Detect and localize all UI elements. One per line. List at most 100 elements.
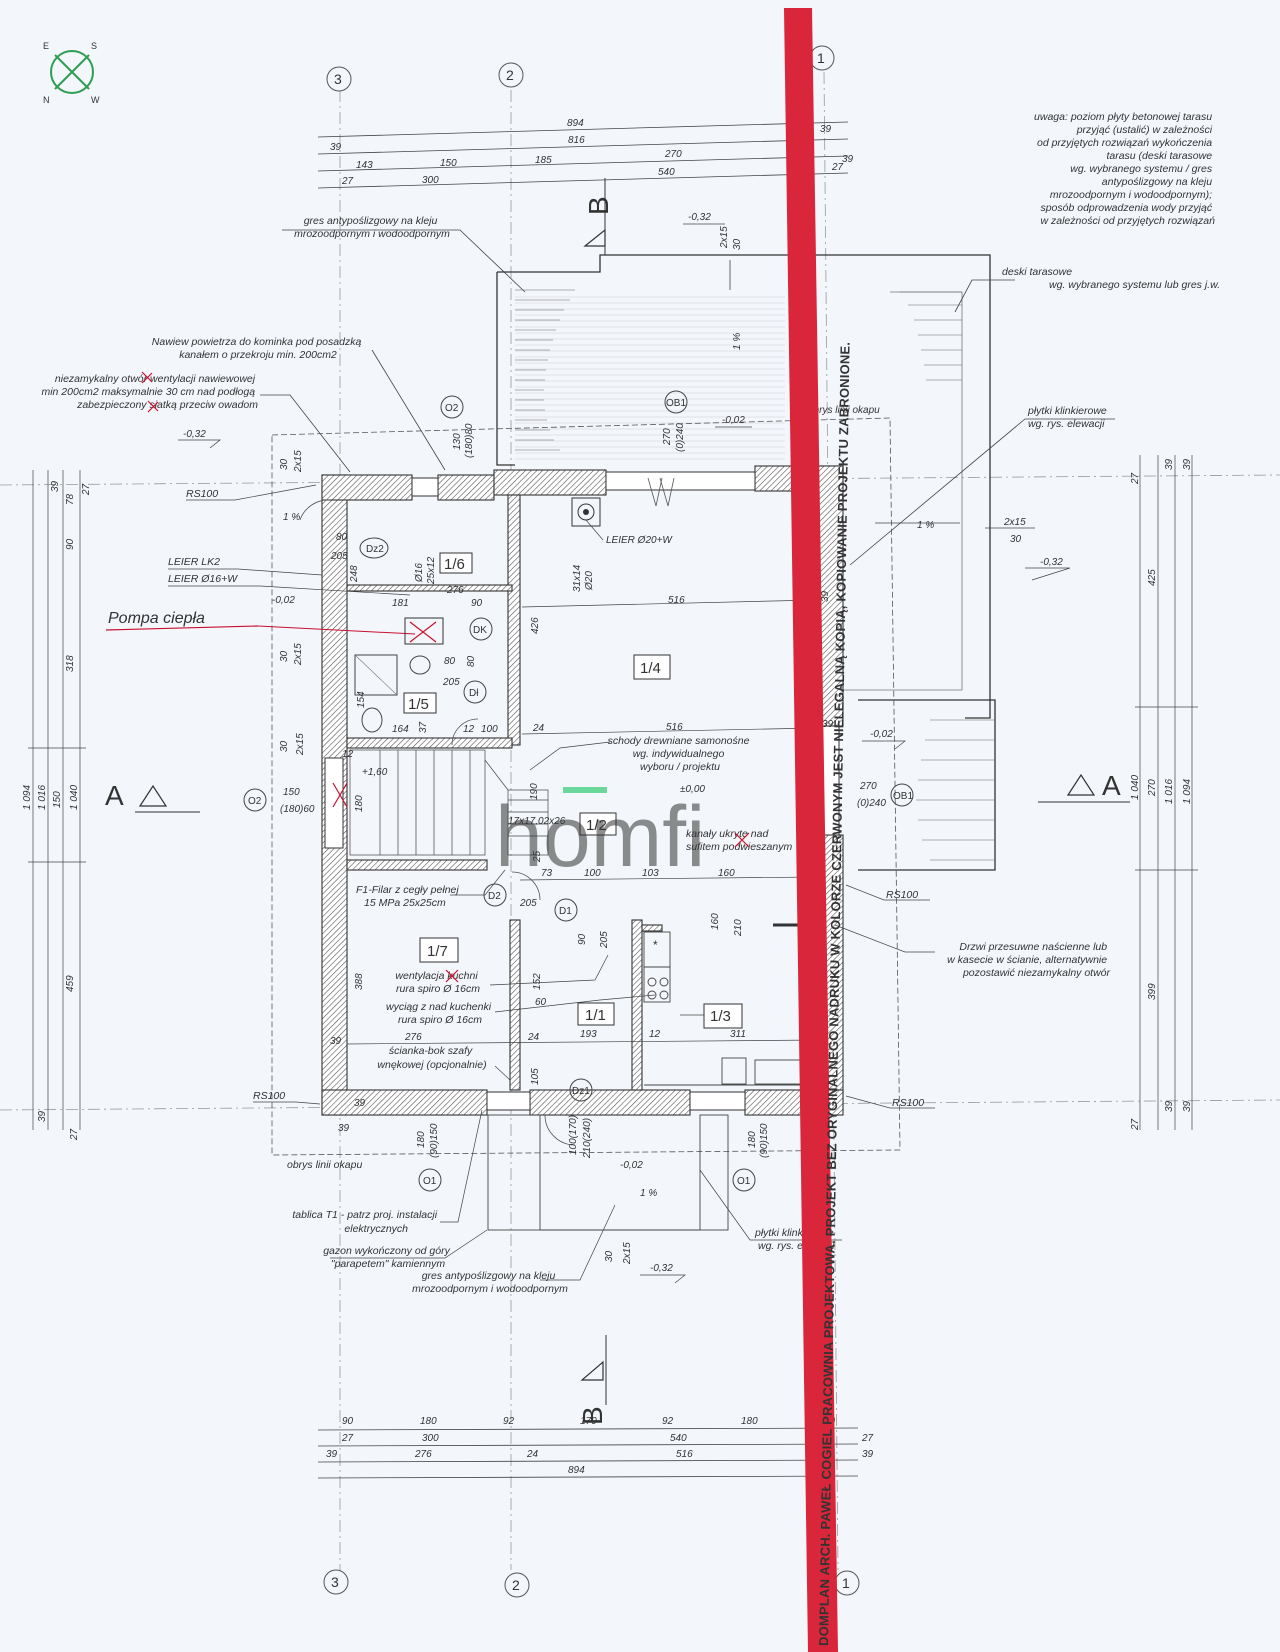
windows xyxy=(324,471,840,1111)
section-b-bottom-arrow xyxy=(580,1360,604,1381)
terrace-note: uwaga: poziom płyty betonowej tarasu prz… xyxy=(1034,111,1215,227)
right-1094: 1 094 xyxy=(1182,779,1193,804)
dim-516b-line xyxy=(521,727,817,735)
section-b-top: B xyxy=(583,196,614,215)
ob1b-dim2: (0)240 xyxy=(857,798,886,809)
level-l3-line xyxy=(1025,567,1071,581)
dim-248: 248 xyxy=(349,565,360,583)
level-l7: -0,02 xyxy=(620,1160,643,1171)
section-a-left-arrow xyxy=(138,784,168,807)
dim-185: 185 xyxy=(535,155,552,166)
compass-w: W xyxy=(91,95,100,105)
left-39-b: 39 xyxy=(37,1110,48,1122)
right-27-b: 27 xyxy=(1130,1118,1141,1131)
door-d2-swing xyxy=(511,871,541,901)
level-l8: -0,32 xyxy=(650,1263,673,1274)
section-a-right: A xyxy=(1102,770,1121,801)
window-ob1-bubble-b xyxy=(890,783,914,807)
door-dz1-bubble xyxy=(569,1078,593,1102)
x30-e: 30 xyxy=(604,1250,615,1262)
level-l2: -0,32 xyxy=(183,429,206,440)
dim-270: 270 xyxy=(664,149,682,160)
x30-c: 30 xyxy=(279,650,290,662)
window-o2-b: O2 xyxy=(248,796,262,807)
dim-150: 150 xyxy=(440,158,457,169)
gres-note-top: gres antypoślizgowy na kleju mrozoodporn… xyxy=(294,215,450,240)
left-1094: 1 094 xyxy=(22,785,33,810)
dim-12-b: 12 xyxy=(649,1029,661,1040)
rs100-br-leader xyxy=(845,1095,935,1109)
plytki-right-note: płytki klinkierowe wg. rys. elewacji xyxy=(1027,405,1110,430)
dim-105: 105 xyxy=(530,1068,541,1085)
dim-90-150-bl: (90)150 xyxy=(429,1123,440,1158)
staircase xyxy=(349,749,549,856)
o2-red-cross xyxy=(332,782,348,808)
dim-bottom-row-line xyxy=(346,1039,819,1045)
dim-39-c: 39 xyxy=(842,154,854,165)
entrance-steps xyxy=(487,1114,729,1231)
dim-300: 300 xyxy=(422,175,439,186)
heat-pump-underline xyxy=(105,625,259,631)
terrace-outline xyxy=(496,254,996,871)
chimney-box xyxy=(571,497,601,527)
filar-leader xyxy=(450,869,506,896)
dim-25: 25 xyxy=(532,850,543,863)
deski-note: deski tarasowe wg. wybranego systemu lub… xyxy=(1002,266,1220,291)
dim-311: 311 xyxy=(730,1029,746,1040)
rs100-bottom-left: RS100 xyxy=(253,1090,285,1102)
level-l5: -0,02 xyxy=(272,595,295,606)
top-dimension-lines xyxy=(317,121,849,189)
dim-190: 190 xyxy=(529,783,540,800)
room-1-6: 1/6 xyxy=(444,556,465,573)
left-90: 90 xyxy=(65,538,76,550)
bottom-300: 300 xyxy=(422,1433,439,1444)
dim-160-b: 160 xyxy=(710,913,721,930)
bottom-27-b: 27 xyxy=(861,1433,874,1444)
dim-39-d-in: 39 xyxy=(354,1098,366,1109)
watermark-text: homfi xyxy=(495,789,705,885)
axis-1-bottom: 1 xyxy=(842,1575,850,1591)
window-o1-a: O1 xyxy=(423,1176,437,1187)
dim-27-b: 27 xyxy=(831,162,844,173)
rs100-bl-leader xyxy=(253,1101,321,1105)
left-30: 30 xyxy=(279,740,290,752)
dim-90-a: 90 xyxy=(471,598,483,609)
gres-bottom-leader xyxy=(540,1204,616,1281)
fridge-icon: * xyxy=(653,938,658,952)
kitchen-units xyxy=(643,931,818,1086)
door-dl-swing xyxy=(451,718,479,746)
rs100-right: RS100 xyxy=(886,889,918,901)
dim-39-b-in: 39 xyxy=(822,719,834,730)
bottom-516: 516 xyxy=(676,1449,693,1460)
heat-pump-leader xyxy=(257,625,416,635)
right-39-b: 39 xyxy=(1182,458,1193,470)
section-b-top-arrow xyxy=(583,228,606,247)
room-1-2-tag xyxy=(579,812,617,836)
level-l6: -0,02 xyxy=(870,729,893,740)
bottom-24: 24 xyxy=(526,1449,539,1460)
dim-17x17: 17x17,02x26 xyxy=(508,816,566,827)
level-stair: +1,60 xyxy=(362,767,388,778)
rs100-top-left: RS100 xyxy=(186,488,218,500)
axis-1-top: 1 xyxy=(817,50,825,66)
toilet xyxy=(361,707,383,733)
room-1-4-tag xyxy=(633,654,671,680)
bottom-540: 540 xyxy=(670,1433,687,1444)
bottom-39-a: 39 xyxy=(326,1449,338,1460)
axis-2-top: 2 xyxy=(506,67,514,83)
dim-12-a: 12 xyxy=(463,724,475,735)
tablica-note: tablica T1 - patrz proj. instalacji elek… xyxy=(292,1209,440,1235)
left-1016: 1 016 xyxy=(37,785,48,810)
bottom-90-a: 90 xyxy=(342,1416,354,1427)
dim-24-a: 24 xyxy=(532,723,545,734)
heat-pump-cross xyxy=(409,621,437,643)
room-1-3-tag xyxy=(703,1003,743,1029)
dim-894: 894 xyxy=(567,118,584,129)
drzwi-note: Drzwi przesuwne naścienne lub w kasecie … xyxy=(947,941,1110,979)
window-o2-a: O2 xyxy=(445,403,459,414)
copyright-stamp-band xyxy=(784,8,838,1652)
heat-pump-unit xyxy=(404,617,444,645)
level-zero: ±0,00 xyxy=(680,784,705,795)
dim-276-b: 276 xyxy=(404,1032,422,1043)
